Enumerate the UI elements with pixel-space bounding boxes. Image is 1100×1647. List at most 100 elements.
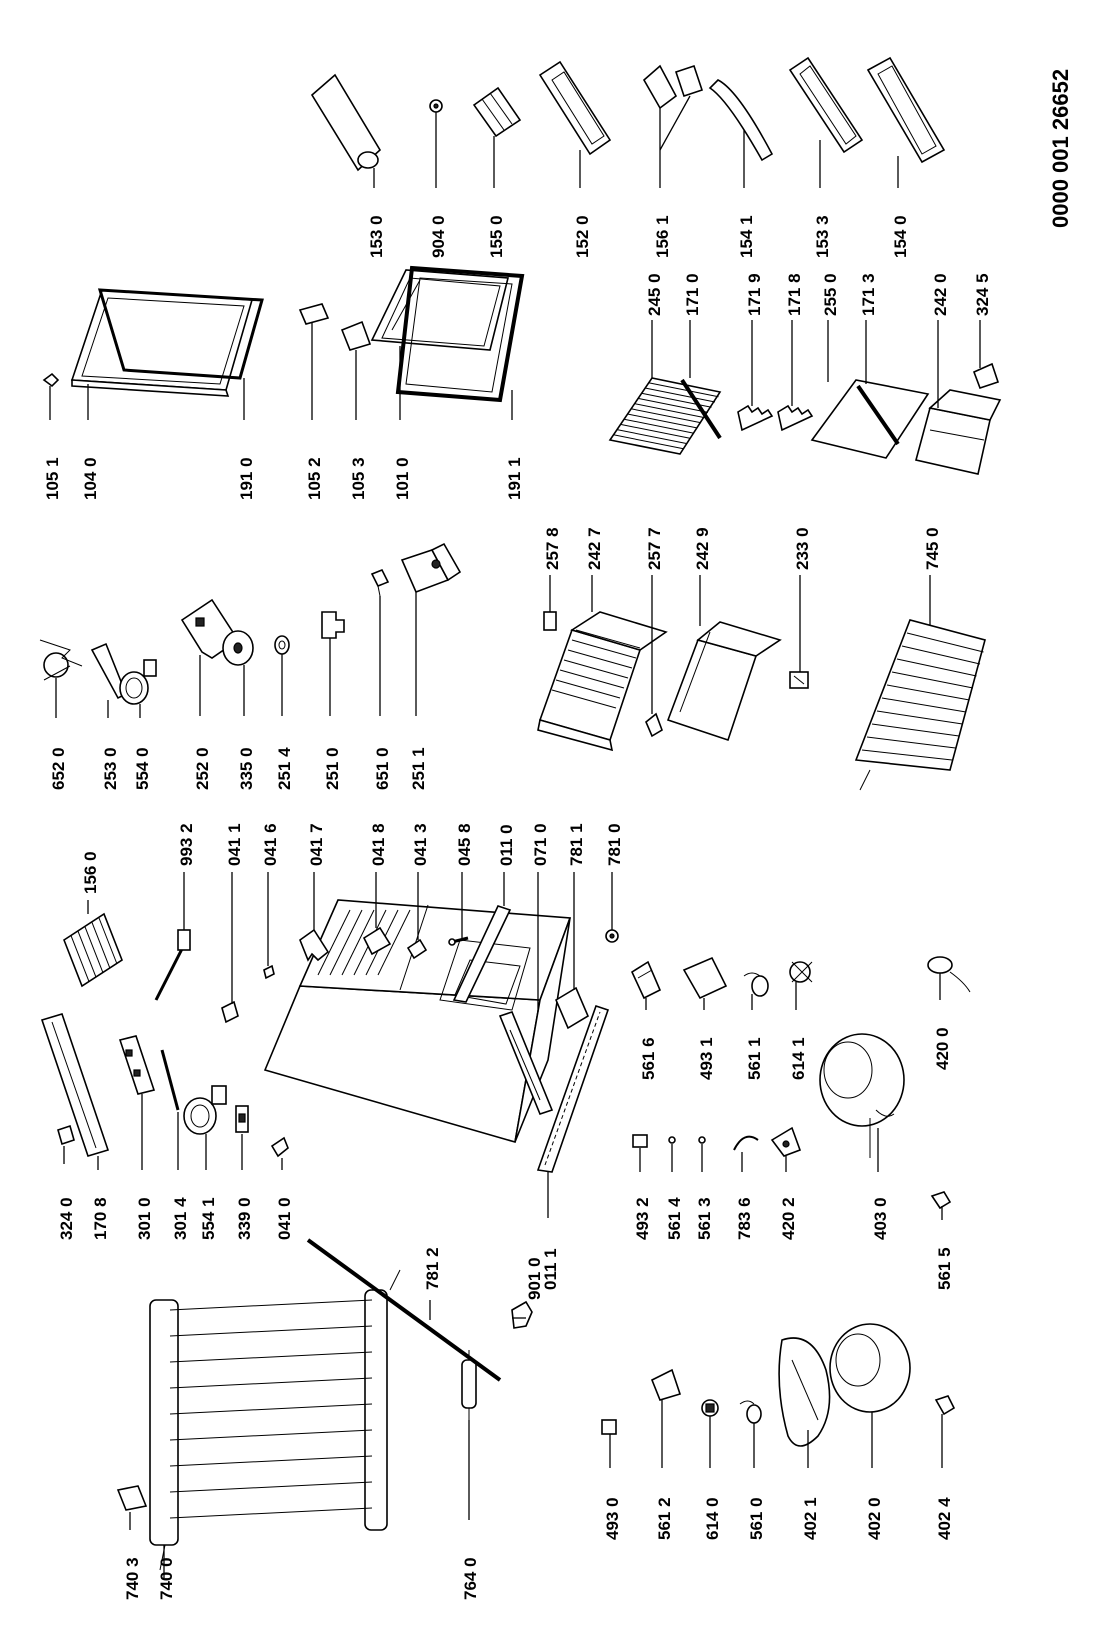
part-label-614-0: 614 0 bbox=[703, 1497, 722, 1540]
part-label-403-0: 403 0 bbox=[871, 1197, 890, 1240]
part-label-420-0: 420 0 bbox=[933, 1027, 952, 1070]
part-label-554-0: 554 0 bbox=[133, 747, 152, 790]
part-740-3-panel bbox=[116, 1485, 148, 1511]
part-label-993-2: 993 2 bbox=[177, 823, 196, 866]
part-label-104-0: 104 0 bbox=[81, 457, 100, 500]
part-label-170-8: 170 8 bbox=[91, 1197, 110, 1240]
part-label-493-0: 493 0 bbox=[603, 1497, 622, 1540]
part-label-335-0: 335 0 bbox=[237, 747, 256, 790]
part-label-245-0: 245 0 bbox=[645, 273, 664, 316]
part-614-1-starter bbox=[789, 961, 813, 983]
part-493-2-relay bbox=[632, 1134, 648, 1148]
part-label-324-5: 324 5 bbox=[973, 273, 992, 316]
part-614-0-starter bbox=[701, 1399, 719, 1417]
part-324-0 bbox=[57, 1124, 75, 1146]
part-403-0-compressor bbox=[819, 1033, 905, 1158]
part-label-745-0: 745 0 bbox=[923, 527, 942, 570]
part-label-652-0: 652 0 bbox=[49, 747, 68, 790]
part-171-0-strip bbox=[680, 378, 722, 440]
part-011-0-rail bbox=[452, 905, 512, 1003]
part-242-0-crisper bbox=[915, 389, 1002, 475]
part-label-041-3: 041 3 bbox=[411, 823, 430, 866]
part-label-041-6: 041 6 bbox=[261, 823, 280, 866]
part-993-2-sensor bbox=[154, 929, 191, 1001]
part-251-4-ring bbox=[274, 635, 290, 655]
part-label-420-2: 420 2 bbox=[779, 1197, 798, 1240]
part-301-0-bracket bbox=[118, 1035, 156, 1095]
part-105-3-handle bbox=[340, 320, 372, 351]
part-335-0-disc bbox=[222, 630, 254, 666]
part-label-255-0: 255 0 bbox=[821, 273, 840, 316]
part-label-045-8: 045 8 bbox=[455, 823, 474, 866]
part-label-171-3: 171 3 bbox=[859, 273, 878, 316]
part-label-554-1: 554 1 bbox=[199, 1197, 218, 1240]
part-label-614-1: 614 1 bbox=[789, 1037, 808, 1080]
part-label-041-1: 041 1 bbox=[225, 823, 244, 866]
part-242-9-drawer bbox=[666, 621, 782, 742]
part-152-0-balcony bbox=[538, 60, 612, 156]
part-156-1-ice-tray bbox=[642, 64, 704, 110]
part-label-781-1: 781 1 bbox=[567, 823, 586, 866]
part-402-1-compressor-base bbox=[778, 1337, 831, 1447]
part-339-0-switch bbox=[235, 1105, 249, 1133]
part-155-0-egg-tray bbox=[472, 86, 522, 138]
part-label-301-4: 301 4 bbox=[171, 1197, 190, 1240]
part-402-0-compressor bbox=[829, 1323, 911, 1413]
part-171-3-strip bbox=[856, 384, 900, 446]
part-324-5 bbox=[972, 362, 1000, 390]
part-label-171-0: 171 0 bbox=[683, 273, 702, 316]
part-764-0-drier bbox=[461, 1350, 477, 1420]
part-label-233-0: 233 0 bbox=[793, 527, 812, 570]
part-label-153-3: 153 3 bbox=[813, 215, 832, 258]
part-label-764-0: 764 0 bbox=[461, 1557, 480, 1600]
part-740-0-condenser-coil bbox=[149, 1269, 401, 1571]
part-561-0-overload bbox=[739, 1400, 762, 1424]
part-156-0-ice-tray bbox=[63, 912, 123, 988]
part-554-0-knob bbox=[119, 659, 157, 705]
part-191-0-gasket bbox=[97, 288, 264, 380]
part-label-041-8: 041 8 bbox=[369, 823, 388, 866]
part-251-1-box bbox=[400, 542, 462, 594]
part-651-0-bulb bbox=[370, 568, 390, 597]
part-154-0-balcony bbox=[866, 56, 946, 164]
part-label-301-0: 301 0 bbox=[135, 1197, 154, 1240]
part-label-402-4: 402 4 bbox=[935, 1497, 954, 1540]
part-045-8-pin bbox=[448, 936, 469, 946]
part-label-740-0: 740 0 bbox=[157, 1557, 176, 1600]
document-id: 0000 001 26652 bbox=[1048, 69, 1073, 228]
part-745-0-evaporator bbox=[854, 619, 986, 791]
part-label-561-3: 561 3 bbox=[695, 1197, 714, 1240]
part-041-3-hinge bbox=[406, 938, 428, 960]
part-402-4-clip bbox=[934, 1395, 956, 1416]
part-label-152-0: 152 0 bbox=[573, 215, 592, 258]
part-label-561-5: 561 5 bbox=[935, 1247, 954, 1290]
part-label-493-2: 493 2 bbox=[633, 1197, 652, 1240]
part-561-5-clip bbox=[930, 1191, 952, 1210]
part-153-0-balcony bbox=[310, 73, 382, 172]
part-label-155-0: 155 0 bbox=[487, 215, 506, 258]
part-170-8-panel bbox=[40, 1013, 110, 1157]
part-label-493-1: 493 1 bbox=[697, 1037, 716, 1080]
part-label-242-7: 242 7 bbox=[585, 527, 604, 570]
part-104-0-door bbox=[70, 289, 254, 397]
part-255-0-glass-shelf bbox=[810, 379, 930, 459]
part-label-904-0: 904 0 bbox=[429, 215, 448, 258]
part-191-1-gasket bbox=[395, 265, 525, 403]
part-label-561-2: 561 2 bbox=[655, 1497, 674, 1540]
part-153-3-balcony bbox=[788, 56, 864, 154]
part-label-011-1: 011 1 bbox=[541, 1248, 560, 1290]
part-171-9-support bbox=[737, 404, 774, 432]
part-label-651-0: 651 0 bbox=[373, 747, 392, 790]
part-105-2-handle bbox=[298, 303, 330, 325]
part-label-041-0: 041 0 bbox=[275, 1197, 294, 1240]
part-label-191-0: 191 0 bbox=[237, 457, 256, 500]
part-561-1-overload bbox=[743, 972, 769, 997]
part-251-0-cover bbox=[321, 611, 345, 639]
part-label-153-0: 153 0 bbox=[367, 215, 386, 258]
part-901-0-clip bbox=[511, 1300, 533, 1329]
part-label-101-0: 101 0 bbox=[393, 457, 412, 500]
part-561-4-screw bbox=[668, 1136, 676, 1144]
part-label-561-6: 561 6 bbox=[639, 1037, 658, 1080]
